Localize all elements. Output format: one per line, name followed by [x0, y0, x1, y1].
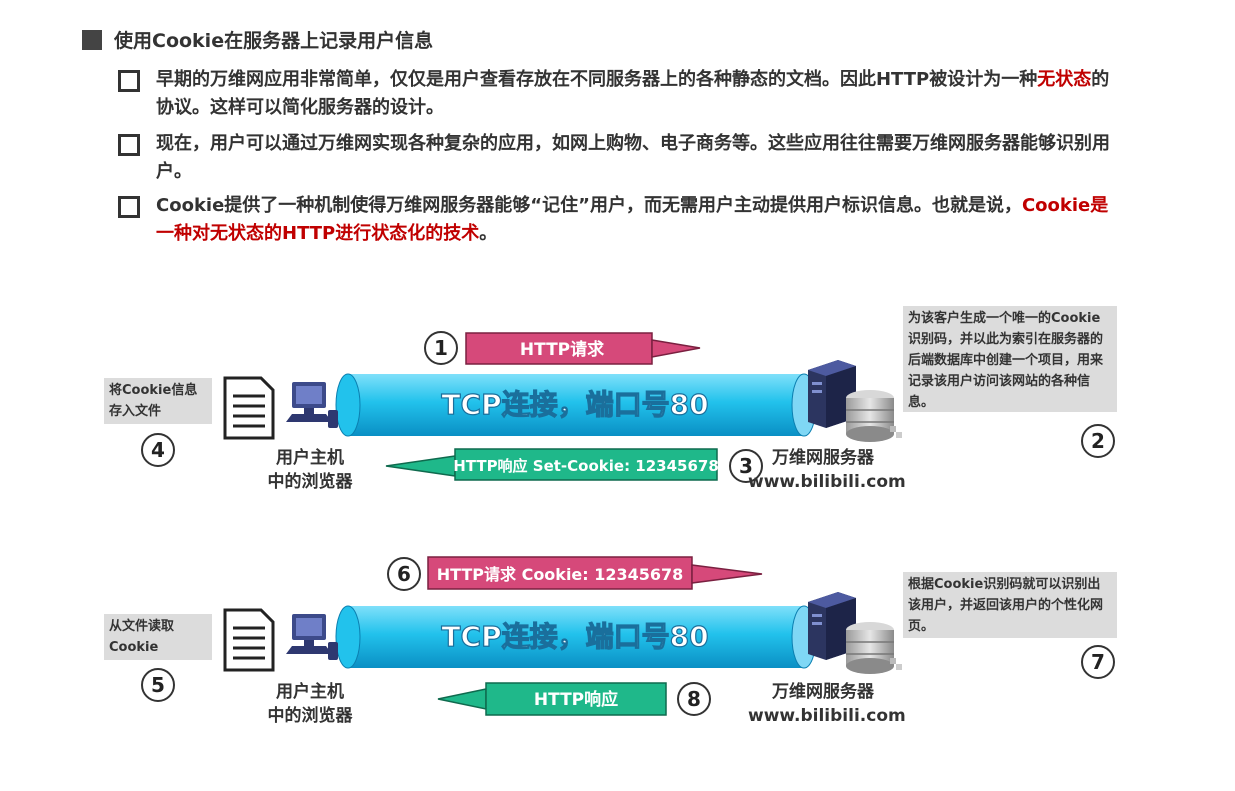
response-label: HTTP响应 [534, 689, 618, 710]
step-number: 8 [677, 682, 711, 716]
bullet-text: 现在，用户可以通过万维网实现各种复杂的应用，如网上购物、电子商务等。这些应用往往… [156, 133, 1110, 182]
request-arrow: HTTP请求 Cookie: 12345678 [427, 556, 763, 590]
step-number: 2 [1081, 424, 1115, 458]
heading-square-icon [82, 29, 102, 50]
computer-icon [286, 382, 338, 428]
request-label: HTTP请求 Cookie: 12345678 [437, 565, 684, 584]
response-label: HTTP响应 Set-Cookie: 12345678 [453, 457, 719, 475]
step-number: 5 [141, 668, 175, 702]
bullet-emphasis: Cookie是一种对无状态的HTTP进行状态化的技术 [156, 195, 1109, 244]
pipe-label: TCP连接，端口号80 [441, 388, 708, 421]
server-caption: 万维网服务器 www.bilibili.com [748, 448, 906, 492]
request-label: HTTP请求 [520, 339, 604, 360]
bullet-text: 早期的万维网应用非常简单，仅仅是用户查看存放在不同服务器上的各种静态的文档。因此… [156, 69, 1038, 90]
bullet-2: 现在，用户可以通过万维网实现各种复杂的应用，如网上购物、电子商务等。这些应用往往… [118, 130, 1118, 186]
request-arrow: HTTP请求 [465, 332, 701, 365]
heading-text: 使用Cookie在服务器上记录用户信息 [114, 30, 434, 52]
client-caption: 用户主机 中的浏览器 [267, 448, 353, 492]
bullet-emphasis: 无状态 [1037, 69, 1092, 90]
diagram-1: TCP连接，端口号80 HTTP请求 HTTP响应 Set-Cookie: 12… [223, 332, 903, 481]
client-caption: 用户主机 中的浏览器 [267, 682, 353, 726]
tcp-pipe: TCP连接，端口号80 [335, 373, 817, 437]
step-number: 6 [387, 557, 421, 591]
server-note: 根据Cookie识别码就可以识别出该用户，并返回该用户的个性化网页。 [903, 572, 1117, 638]
server-note: 为该客户生成一个唯一的Cookie识别码，并以此为索引在服务器的后端数据库中创建… [903, 306, 1117, 412]
server-icon [807, 591, 903, 675]
client-note: 将Cookie信息存入文件 [104, 378, 212, 424]
bullet-1: 早期的万维网应用非常简单，仅仅是用户查看存放在不同服务器上的各种静态的文档。因此… [118, 66, 1118, 122]
document-icon [223, 376, 275, 440]
diagram-2: TCP连接，端口号80 HTTP请求 Cookie: 12345678 HTTP… [223, 556, 903, 716]
response-arrow: HTTP响应 [437, 682, 667, 716]
bullet-text-tail: 的协议。这样可以简化服务器的设计。 [156, 69, 1110, 118]
bullet-square-icon [118, 134, 140, 156]
server-icon [807, 359, 903, 443]
slide-heading: 使用Cookie在服务器上记录用户信息 [82, 26, 433, 53]
bullet-3: Cookie提供了一种机制使得万维网服务器能够“记住”用户，而无需用户主动提供用… [118, 192, 1118, 248]
computer-icon [286, 614, 338, 660]
step-number: 4 [141, 433, 175, 467]
client-note: 从文件读取Cookie [104, 614, 212, 660]
tcp-pipe: TCP连接，端口号80 [335, 605, 817, 669]
document-icon [223, 608, 275, 672]
bullet-square-icon [118, 70, 140, 92]
server-caption: 万维网服务器 www.bilibili.com [748, 682, 906, 726]
step-number: 3 [729, 449, 763, 483]
bullet-square-icon [118, 196, 140, 218]
bullet-text-tail: 。 [479, 223, 498, 244]
pipe-label: TCP连接，端口号80 [441, 620, 708, 653]
step-number: 1 [424, 331, 458, 365]
step-number: 7 [1081, 645, 1115, 679]
response-arrow: HTTP响应 Set-Cookie: 12345678 [385, 448, 719, 481]
bullet-text: Cookie提供了一种机制使得万维网服务器能够“记住”用户，而无需用户主动提供用… [156, 195, 1022, 216]
